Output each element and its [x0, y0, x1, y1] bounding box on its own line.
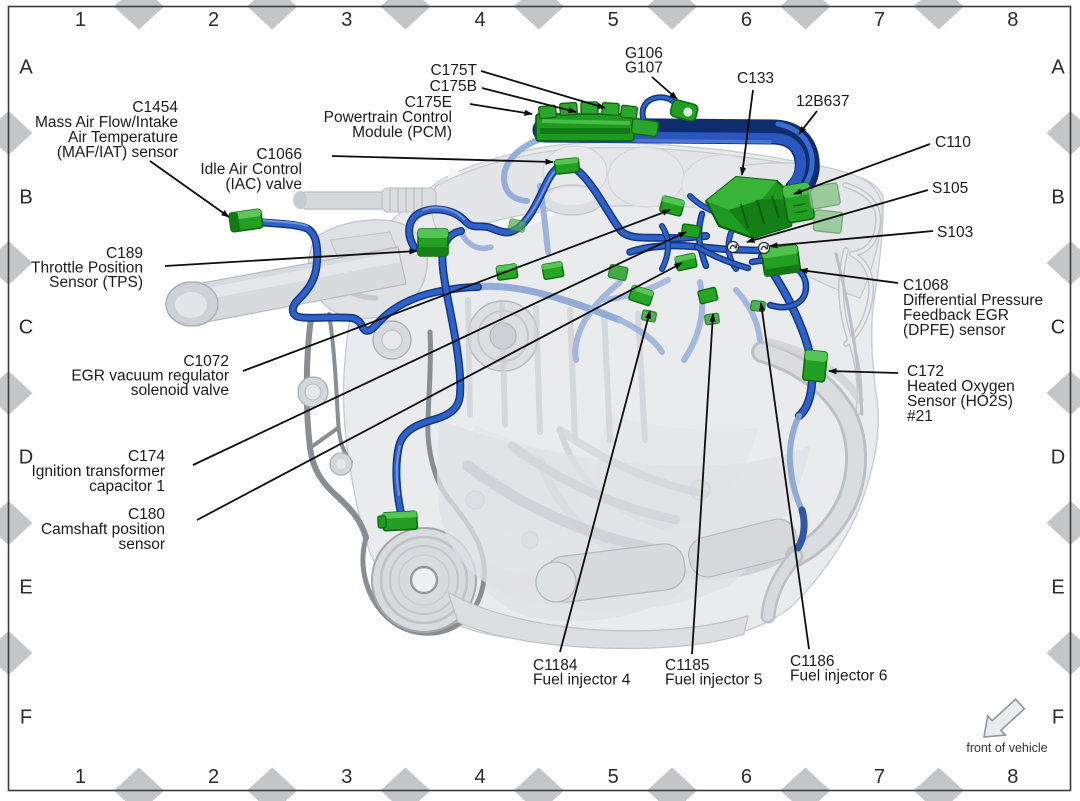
svg-text:front of vehicle: front of vehicle — [966, 741, 1047, 755]
svg-text:C: C — [19, 317, 33, 339]
svg-text:F: F — [1052, 707, 1064, 729]
svg-text:8: 8 — [1007, 9, 1018, 31]
svg-text:A: A — [1051, 57, 1065, 79]
svg-text:B: B — [1051, 187, 1064, 209]
svg-text:12B637: 12B637 — [796, 93, 849, 110]
svg-text:6: 6 — [741, 9, 752, 31]
svg-text:3: 3 — [341, 766, 352, 788]
svg-text:E: E — [19, 577, 32, 599]
svg-text:C175B: C175B — [430, 78, 477, 95]
svg-text:1: 1 — [75, 766, 86, 788]
svg-text:3: 3 — [341, 9, 352, 31]
svg-text:C: C — [1051, 317, 1065, 339]
svg-text:2: 2 — [208, 766, 219, 788]
svg-text:5: 5 — [608, 766, 619, 788]
svg-text:5: 5 — [608, 9, 619, 31]
svg-text:8: 8 — [1007, 766, 1018, 788]
svg-text:6: 6 — [741, 766, 752, 788]
svg-text:1: 1 — [75, 9, 86, 31]
svg-text:C133: C133 — [737, 70, 774, 87]
svg-text:4: 4 — [474, 9, 485, 31]
svg-text:B: B — [19, 187, 32, 209]
svg-text:2: 2 — [208, 9, 219, 31]
svg-text:4: 4 — [474, 766, 485, 788]
svg-text:F: F — [20, 707, 32, 729]
svg-text:D: D — [19, 447, 33, 469]
svg-text:D: D — [1051, 447, 1065, 469]
svg-text:C175T: C175T — [430, 62, 477, 79]
svg-text:E: E — [1051, 577, 1064, 599]
svg-text:S105: S105 — [932, 180, 968, 197]
svg-text:A: A — [19, 57, 33, 79]
svg-text:S103: S103 — [937, 224, 973, 241]
svg-text:C110: C110 — [935, 134, 971, 151]
svg-text:7: 7 — [874, 9, 885, 31]
svg-text:7: 7 — [874, 766, 885, 788]
